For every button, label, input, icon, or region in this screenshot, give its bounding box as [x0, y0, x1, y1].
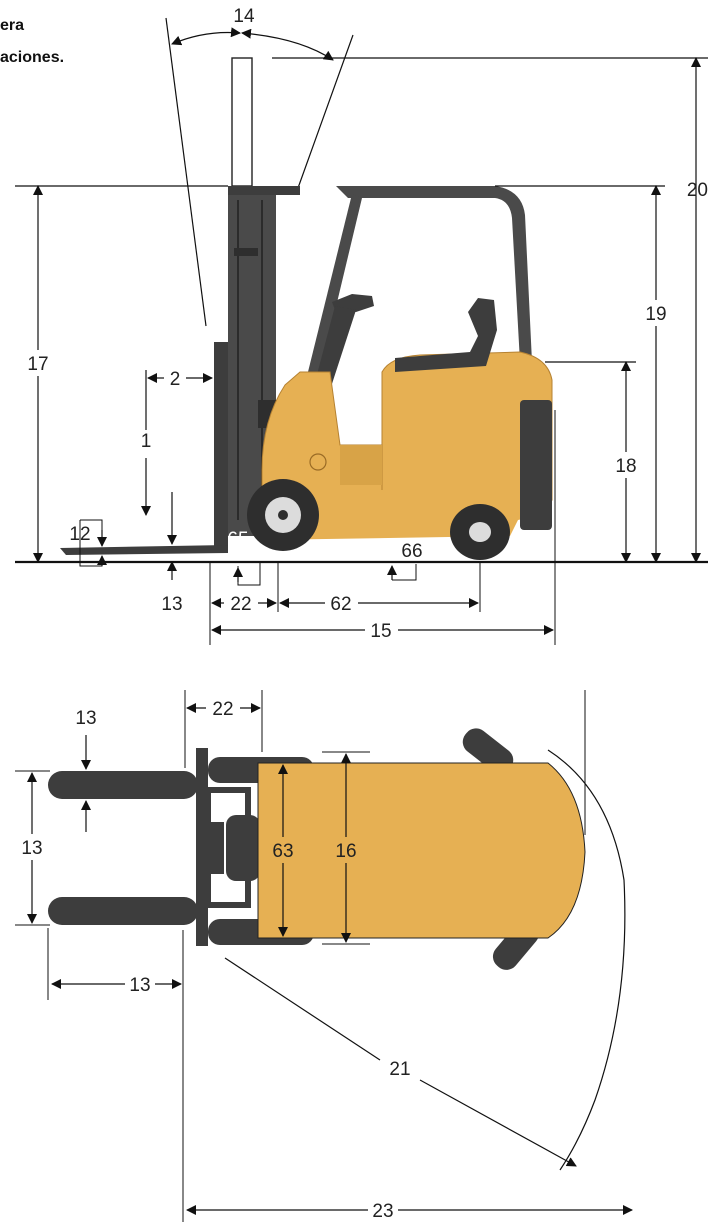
- dim-12-label: 12: [69, 524, 90, 545]
- header-line-2: aciones.: [0, 49, 64, 66]
- dim-13-side-label: 13: [161, 594, 182, 615]
- cowl-light: [309, 453, 327, 471]
- fork-top-upper: [48, 771, 198, 799]
- dim-13-left-label-bg: [18, 834, 46, 860]
- guard-front-post: [306, 194, 362, 382]
- dim-21-label: 21: [389, 1059, 410, 1080]
- steering-column: [314, 306, 356, 390]
- dim-23-label: 23: [372, 1201, 393, 1222]
- body-top: [257, 762, 586, 939]
- dim-19-label: 19: [645, 304, 666, 325]
- dim-62-label: 62: [330, 594, 351, 615]
- top-view: 22 13 13 63 16 13 21: [15, 690, 633, 1222]
- dim-16-label-bg: [332, 837, 362, 863]
- dim-15-label: 15: [370, 621, 391, 642]
- rear-tire-top-upper: [462, 728, 514, 774]
- mast-clip-1: [234, 248, 258, 256]
- dim-66-bracket: [392, 564, 417, 581]
- side-view: 14: [15, 6, 708, 645]
- dim-22-top-label: 22: [212, 699, 233, 720]
- dim-2-label: 2: [170, 369, 181, 390]
- dim-17-label-bg: [24, 350, 52, 376]
- dim-13-top-label: 13: [75, 708, 96, 729]
- dim-17-label: 17: [27, 354, 48, 375]
- mast-crossbar-top: [228, 186, 300, 195]
- dim-14-label: 14: [233, 6, 255, 27]
- step-panel: [340, 445, 382, 485]
- dim-1-label: 1: [141, 431, 152, 452]
- turning-arc: [547, 749, 626, 1171]
- dim-18-label-bg: [612, 452, 640, 478]
- dim-13-left-label: 13: [21, 838, 42, 859]
- fork: [60, 545, 228, 555]
- tilt-line-forward: [165, 17, 207, 327]
- dim-63-label-bg: [268, 837, 300, 863]
- dim-66-label: 66: [401, 541, 422, 562]
- front-wheel-center: [278, 510, 288, 520]
- dim-18-label: 18: [615, 456, 636, 477]
- dim-65-bracket: [237, 562, 261, 586]
- dim-22-side-label: 22: [230, 594, 251, 615]
- rear-wheel-hub: [469, 522, 491, 542]
- dim-20-label: 20: [687, 180, 708, 201]
- rear-bumper: [520, 400, 552, 530]
- dim-21-line-b: [419, 1079, 577, 1167]
- dim-65-label: 65: [227, 529, 248, 550]
- dim-16-label: 16: [335, 841, 356, 862]
- tilt-line-back: [297, 34, 354, 189]
- fork-carriage: [214, 342, 228, 547]
- header-line-1: era: [0, 17, 24, 34]
- dim-63-label: 63: [272, 841, 293, 862]
- dim-19-label-bg: [642, 300, 670, 326]
- overhead-guard: [336, 186, 532, 362]
- dim-14-arc-back: [241, 28, 334, 61]
- cylinder-top: [210, 822, 224, 874]
- dim-21-line-a: [224, 957, 381, 1061]
- cylinder-head-top: [226, 815, 260, 881]
- mast-extension: [231, 57, 253, 187]
- dim-13-bottom-label: 13: [129, 975, 150, 996]
- fork-top-lower: [48, 897, 198, 925]
- dim-14-arc: [171, 27, 241, 46]
- seat: [395, 298, 497, 372]
